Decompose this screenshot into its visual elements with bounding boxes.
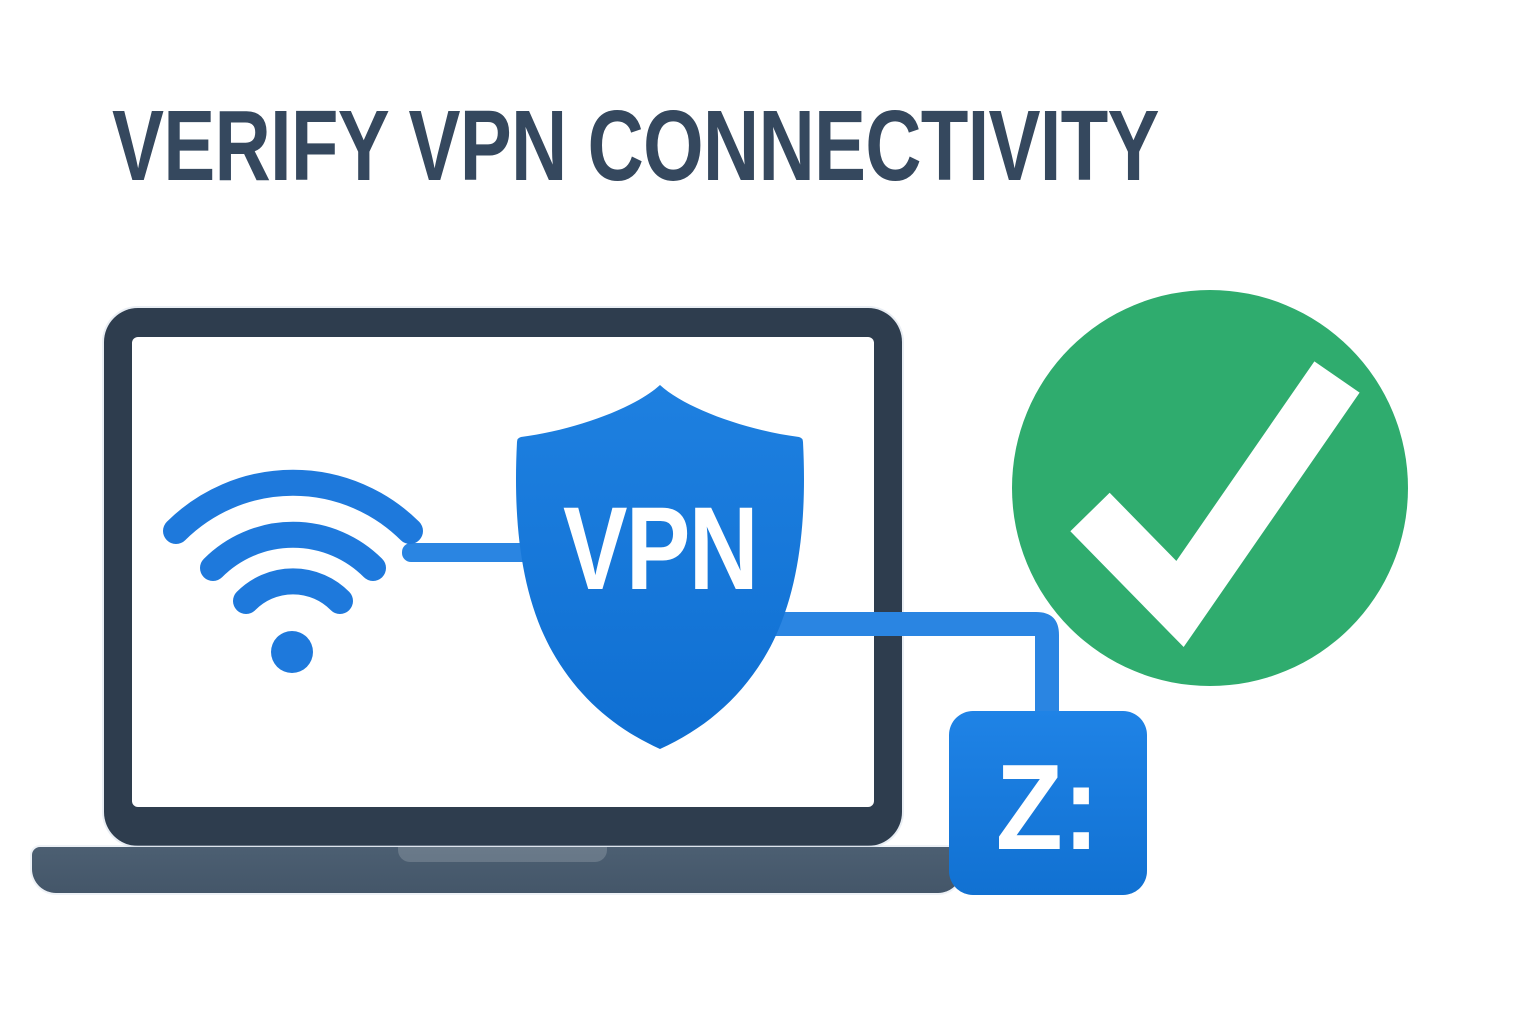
wifi-arc-inner bbox=[233, 568, 353, 614]
vpn-label: VPN bbox=[562, 483, 759, 615]
wifi-arc-outer bbox=[163, 469, 423, 544]
connector-vpn-to-drive bbox=[762, 612, 1059, 712]
laptop-hinge-notch bbox=[398, 847, 607, 862]
success-circle bbox=[1012, 290, 1408, 686]
vpn-shield-icon bbox=[515, 385, 805, 749]
page-title: VERIFY VPN CONNECTIVITY bbox=[112, 90, 1160, 202]
wifi-dot bbox=[271, 631, 313, 673]
laptop-base bbox=[32, 847, 962, 893]
connector-wifi-to-vpn bbox=[402, 543, 552, 562]
wifi-arc-middle bbox=[200, 521, 386, 581]
checkmark-icon bbox=[1070, 361, 1360, 648]
drive-letter-label: Z: bbox=[996, 739, 1100, 875]
network-drive-badge: Z: bbox=[949, 711, 1147, 895]
wifi-icon bbox=[163, 469, 423, 673]
success-check-icon bbox=[1012, 290, 1408, 686]
